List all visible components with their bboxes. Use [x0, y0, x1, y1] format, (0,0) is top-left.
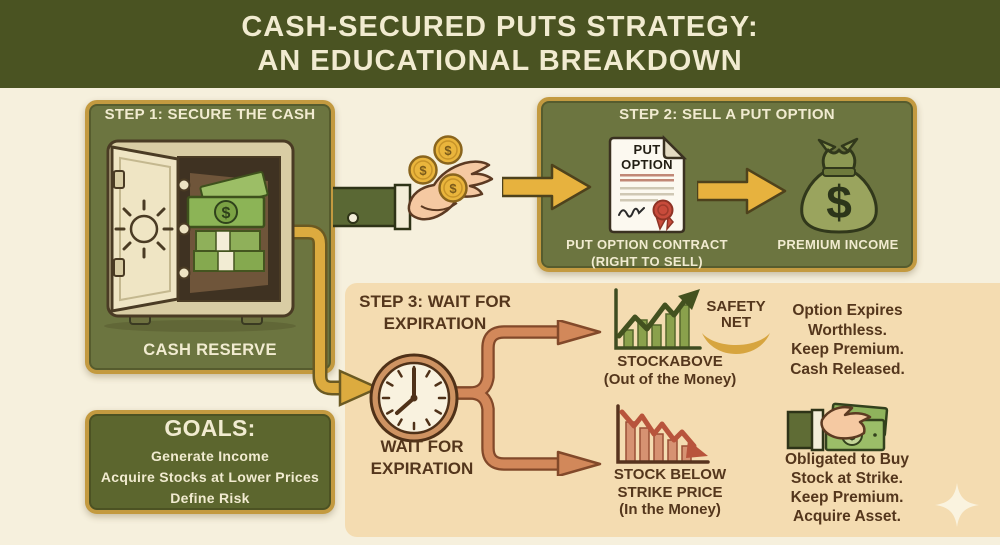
dollar-symbol: $ — [826, 176, 852, 228]
vault-door — [110, 145, 180, 313]
stock-down-chart-icon — [616, 404, 710, 464]
hand-with-bills-icon: $ — [786, 402, 889, 452]
document-title: PUT OPTION — [606, 142, 688, 172]
red-seal — [652, 199, 674, 232]
put-option-contract-icon — [608, 134, 688, 234]
hand-with-coins-icon: $ $ $ — [333, 135, 494, 231]
step2-header: STEP 2: SELL A PUT OPTION — [619, 106, 835, 123]
premium-caption: PREMIUM INCOME — [777, 237, 899, 252]
goals-box — [85, 410, 335, 514]
result-below-line-2: Stock at Strike. — [791, 470, 903, 487]
goals-item-1: Generate Income — [150, 448, 270, 464]
contract-caption-line-1: PUT OPTION CONTRACT — [566, 237, 728, 252]
stock-below-caption-line-1: STOCK BELOW — [613, 466, 727, 483]
clock-caption: WAIT FOR EXPIRATION — [352, 436, 492, 480]
result-above-line-2: Worthless. — [808, 321, 887, 339]
branch-arrows-icon — [452, 320, 602, 476]
goals-item-2: Acquire Stocks at Lower Prices — [100, 469, 320, 485]
stock-below-caption-line-2: STRIKE PRICE — [617, 483, 723, 501]
outcome-below-result: Obligated to Buy Stock at Strike. Keep P… — [772, 450, 922, 526]
dollar-symbol: $ — [444, 143, 452, 158]
step3-header-line-2: EXPIRATION — [383, 314, 487, 333]
arrow-to-premium-icon — [697, 167, 787, 215]
sparkle-icon — [935, 483, 979, 527]
stock-below-caption-line-3: (In the Money) — [619, 501, 721, 518]
clock-caption-line-2: EXPIRATION — [370, 459, 474, 478]
vault-dial — [114, 199, 174, 259]
step1-header: STEP 1: SECURE THE CASH — [104, 106, 316, 123]
gold-pipe-arrow-icon — [282, 224, 382, 407]
safety-net-badge: SAFETY NET — [696, 299, 776, 331]
result-below-line-3: Keep Premium. — [790, 489, 904, 506]
result-below-line-1: Obligated to Buy — [785, 451, 909, 468]
safety-net-line-1: SAFETY — [706, 298, 766, 315]
stock-above-caption: STOCKABOVE (Out of the Money) — [596, 353, 744, 389]
money-bag-icon: $ — [800, 137, 878, 234]
dollar-symbol: $ — [449, 181, 457, 196]
goals-header: GOALS: — [164, 415, 256, 441]
safety-net-swoosh-icon — [702, 333, 770, 354]
goals-item-3: Define Risk — [170, 490, 250, 506]
vault-cash: $ — [186, 171, 269, 272]
title-line-2: AN EDUCATIONAL BREAKDOWN — [257, 45, 743, 77]
result-above-line-1: Option Expires — [792, 302, 903, 319]
stock-above-caption-line-1: STOCKABOVE — [617, 353, 723, 370]
document-title-line-1: PUT — [633, 142, 661, 157]
arrow-to-step2-icon — [502, 163, 592, 211]
stock-below-caption: STOCK BELOW STRIKE PRICE (In the Money) — [596, 466, 744, 519]
title-banner: CASH-SECURED PUTS STRATEGY: AN EDUCATION… — [0, 0, 1000, 88]
clock-icon — [369, 353, 459, 443]
result-above-line-3: Keep Premium. — [791, 341, 904, 358]
goals-list: Generate Income Acquire Stocks at Lower … — [89, 446, 331, 509]
step3-header: STEP 3: WAIT FOR EXPIRATION — [350, 291, 520, 335]
title-line-1: CASH-SECURED PUTS STRATEGY: — [241, 11, 759, 43]
outcome-above-result: Option Expires Worthless. Keep Premium. … — [775, 301, 920, 379]
dollar-symbol: $ — [419, 163, 427, 178]
cash-reserve-caption: CASH RESERVE — [143, 341, 277, 359]
stock-up-chart-icon — [614, 288, 702, 350]
result-below-line-4: Acquire Asset. — [793, 508, 901, 525]
result-above-line-4: Cash Released. — [790, 360, 905, 378]
stock-above-caption-line-2: (Out of the Money) — [603, 371, 737, 388]
clock-caption-line-1: WAIT FOR — [380, 437, 464, 456]
step3-header-line-1: STEP 3: WAIT FOR — [359, 292, 511, 311]
document-title-line-2: OPTION — [621, 157, 673, 172]
coins: $ $ $ — [408, 135, 468, 203]
safety-net-line-2: NET — [721, 314, 751, 331]
cash-vault-icon: $ — [104, 139, 296, 332]
dollar-symbol: $ — [222, 205, 231, 222]
contract-caption: PUT OPTION CONTRACT (RIGHT TO SELL) — [562, 237, 732, 270]
signature-squiggle — [618, 207, 645, 218]
contract-caption-line-2: (RIGHT TO SELL) — [591, 253, 703, 269]
